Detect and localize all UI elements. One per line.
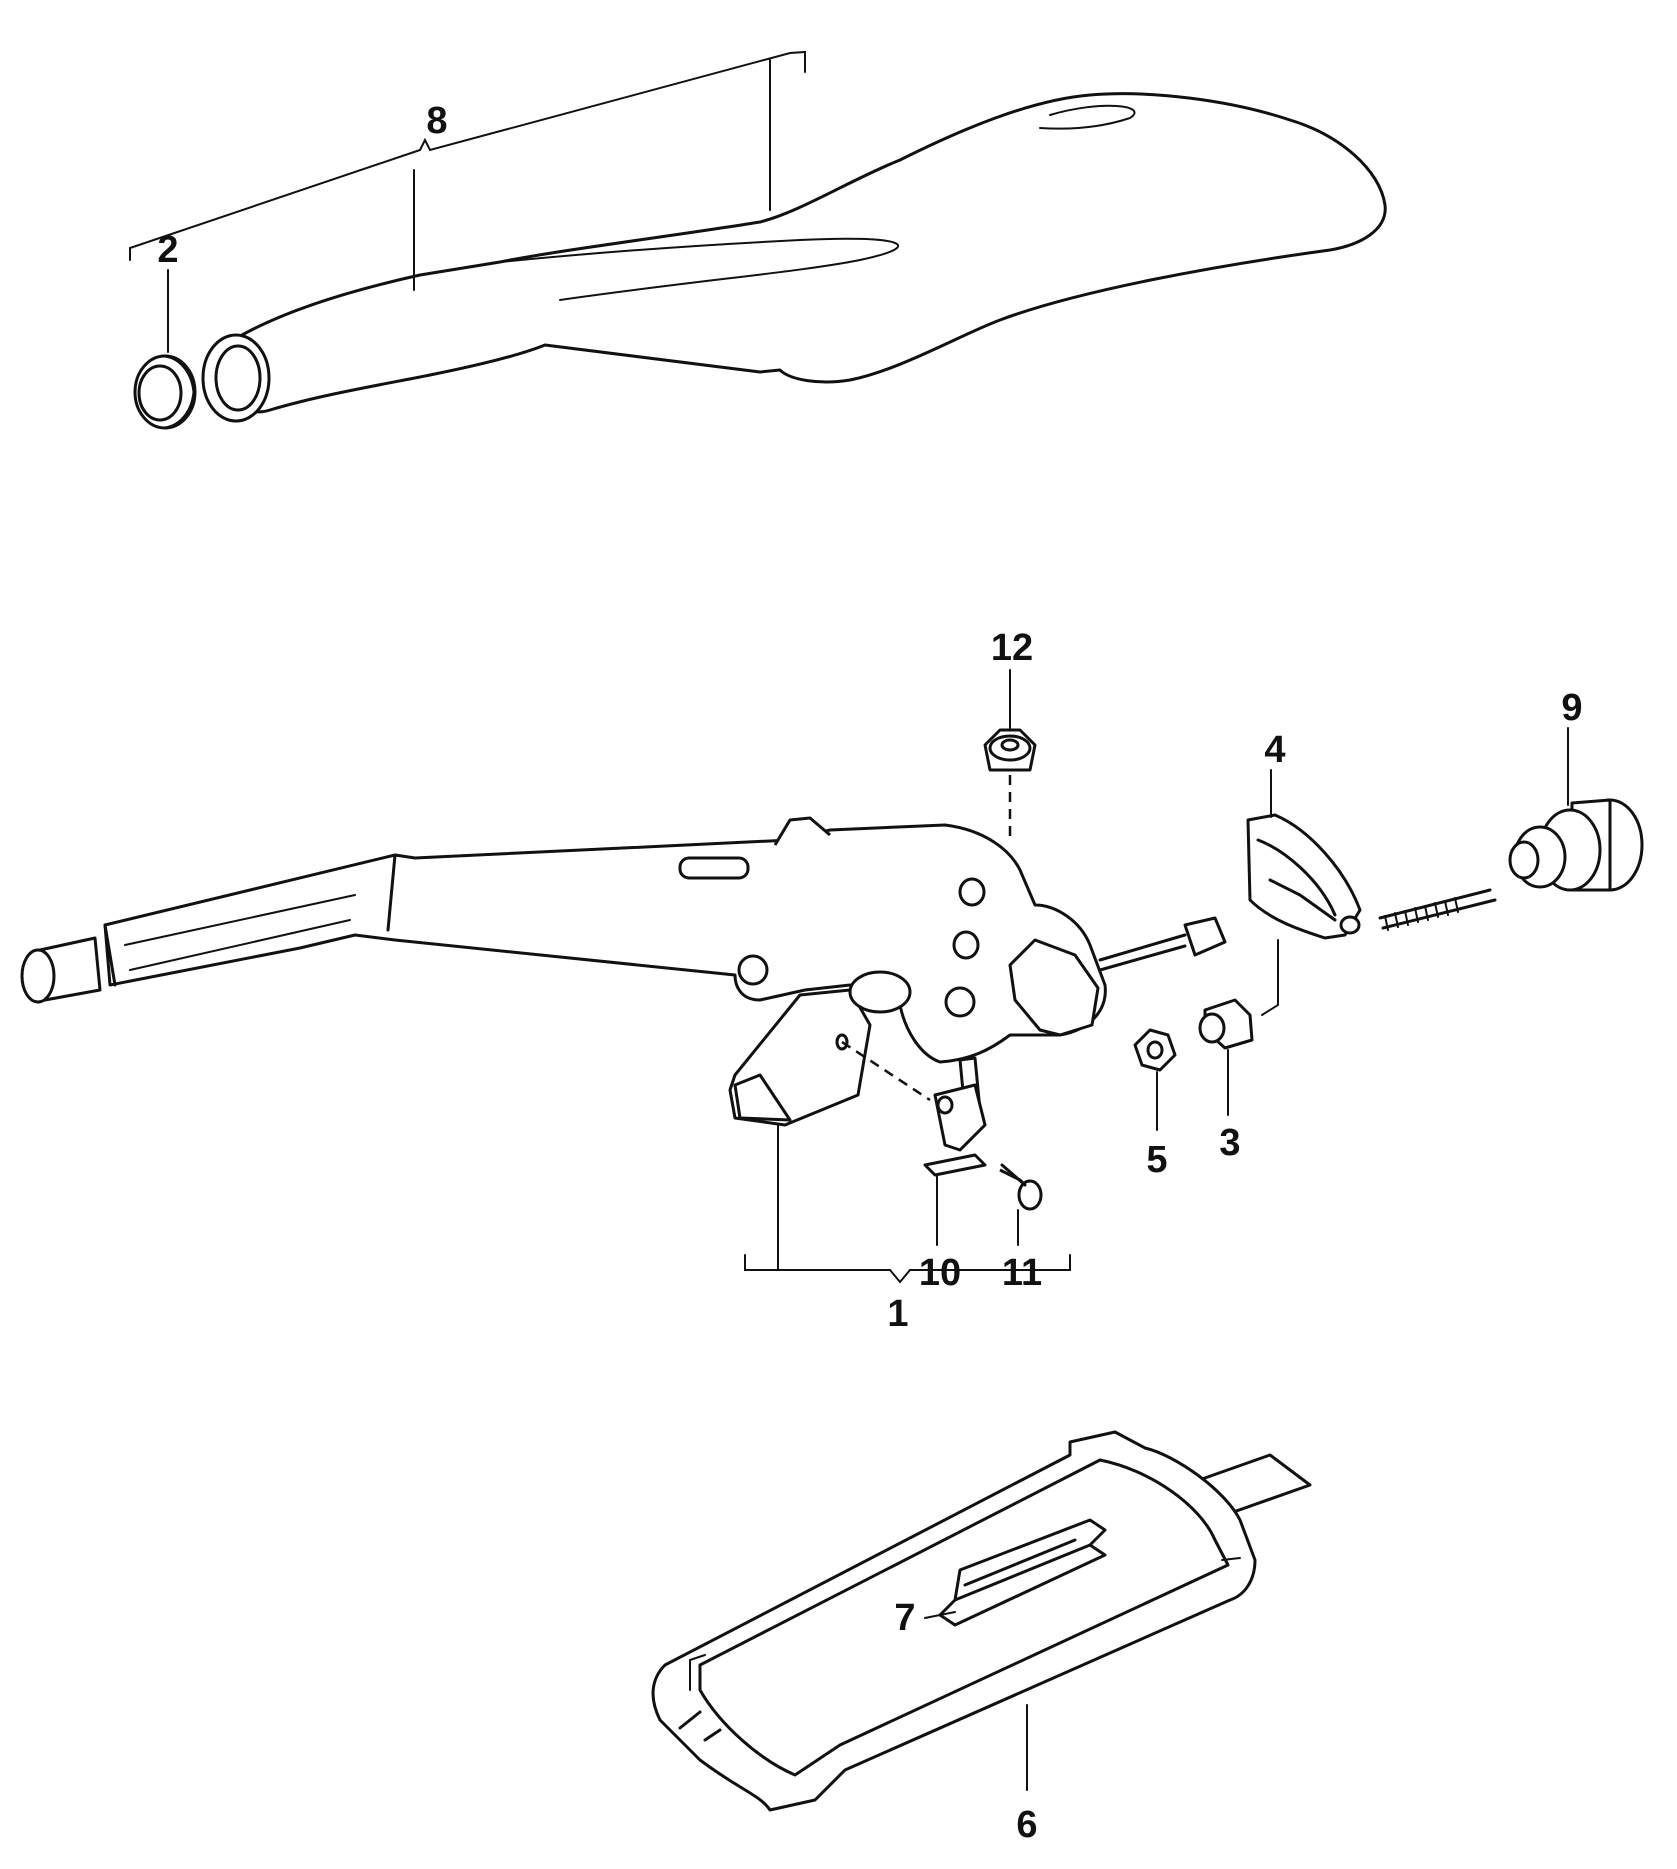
end-cap-part [133, 354, 197, 430]
lever-assembly [20, 816, 1227, 1127]
callout-12: 12 [991, 627, 1033, 669]
callout-9: 9 [1561, 687, 1582, 729]
cable-rod [1098, 933, 1187, 972]
nut-5-part [1133, 1028, 1177, 1072]
bracket-8 [129, 50, 806, 261]
handle-grip-ridge [499, 237, 899, 301]
leader-7 [924, 1611, 956, 1619]
ratchet-block [1008, 938, 1100, 1037]
handle-grip-ridge-2 [1039, 104, 1136, 130]
lever-tube-end [20, 948, 56, 1004]
assembly-line-3 [1261, 939, 1279, 1016]
bracket-1 [744, 1254, 1071, 1284]
sleeve-nut-part [1198, 998, 1254, 1050]
callout-6: 6 [1016, 1804, 1037, 1846]
assembly-line-10 [841, 1040, 931, 1102]
cover-inner-frame [698, 1458, 1230, 1777]
nut-12-part [983, 728, 1037, 772]
lever-hole-2 [952, 930, 980, 960]
cover-assembly [651, 1430, 1312, 1812]
threaded-rod [1378, 888, 1497, 931]
boot-part [1508, 798, 1644, 892]
callout-4: 4 [1264, 729, 1285, 771]
callout-2: 2 [157, 229, 178, 271]
callout-7: 7 [894, 1597, 915, 1639]
callout-3: 3 [1219, 1122, 1240, 1164]
handle-grip [216, 92, 1387, 414]
lever-slot [678, 856, 750, 880]
lever-hole-3 [944, 986, 976, 1018]
callout-1: 1 [887, 1293, 908, 1335]
handle-grip-tube-end [201, 333, 271, 423]
callout-5: 5 [1146, 1139, 1167, 1181]
compensator-part [1246, 813, 1362, 940]
switch-part [923, 1056, 987, 1177]
callout-11: 11 [1002, 1252, 1042, 1294]
callout-8: 8 [426, 100, 447, 142]
callout-10: 10 [919, 1252, 961, 1294]
rivet-part [999, 1163, 1043, 1211]
handle-grip-assembly [129, 50, 1387, 430]
lever-hole-1 [958, 877, 986, 907]
